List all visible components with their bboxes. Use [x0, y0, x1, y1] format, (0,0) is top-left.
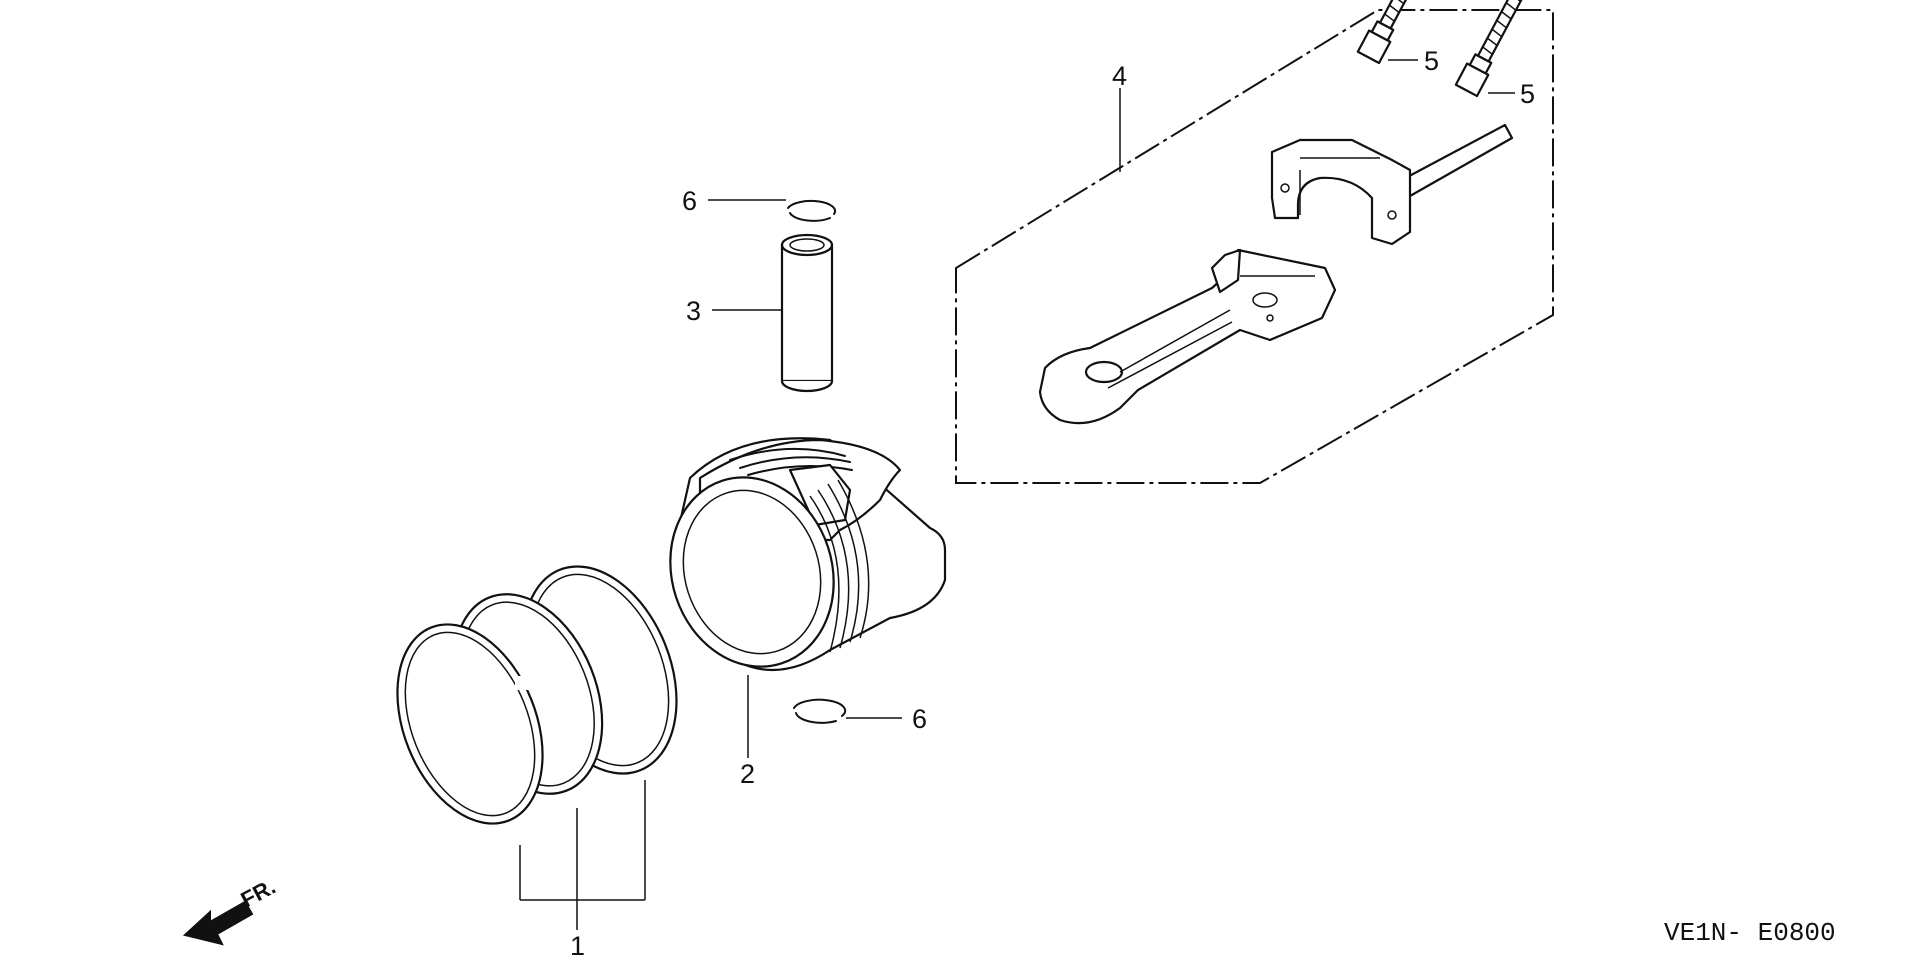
callout-3: 3	[686, 296, 701, 326]
pin-clip-top	[787, 199, 837, 222]
bolt-b	[1454, 0, 1526, 98]
callout-5a: 5	[1424, 46, 1439, 76]
conrod-group-outline	[955, 9, 1554, 484]
piston-ring-set	[396, 565, 678, 825]
callout-2: 2	[740, 759, 755, 789]
leader-lines	[519, 59, 1515, 930]
rod-cap	[1270, 123, 1514, 246]
callout-5b: 5	[1520, 79, 1535, 109]
callout-1: 1	[570, 931, 585, 959]
piston	[669, 437, 947, 672]
connecting-rod	[1038, 248, 1337, 425]
callout-4: 4	[1112, 61, 1127, 91]
bolt-a	[1356, 0, 1428, 65]
callout-6-bottom: 6	[912, 704, 927, 734]
diagram-code: VE1N- E0800	[1664, 918, 1836, 948]
pin-clip-bottom	[793, 698, 847, 724]
front-arrow-icon	[182, 900, 254, 946]
callout-6-top: 6	[682, 186, 697, 216]
piston-pin	[780, 233, 834, 393]
